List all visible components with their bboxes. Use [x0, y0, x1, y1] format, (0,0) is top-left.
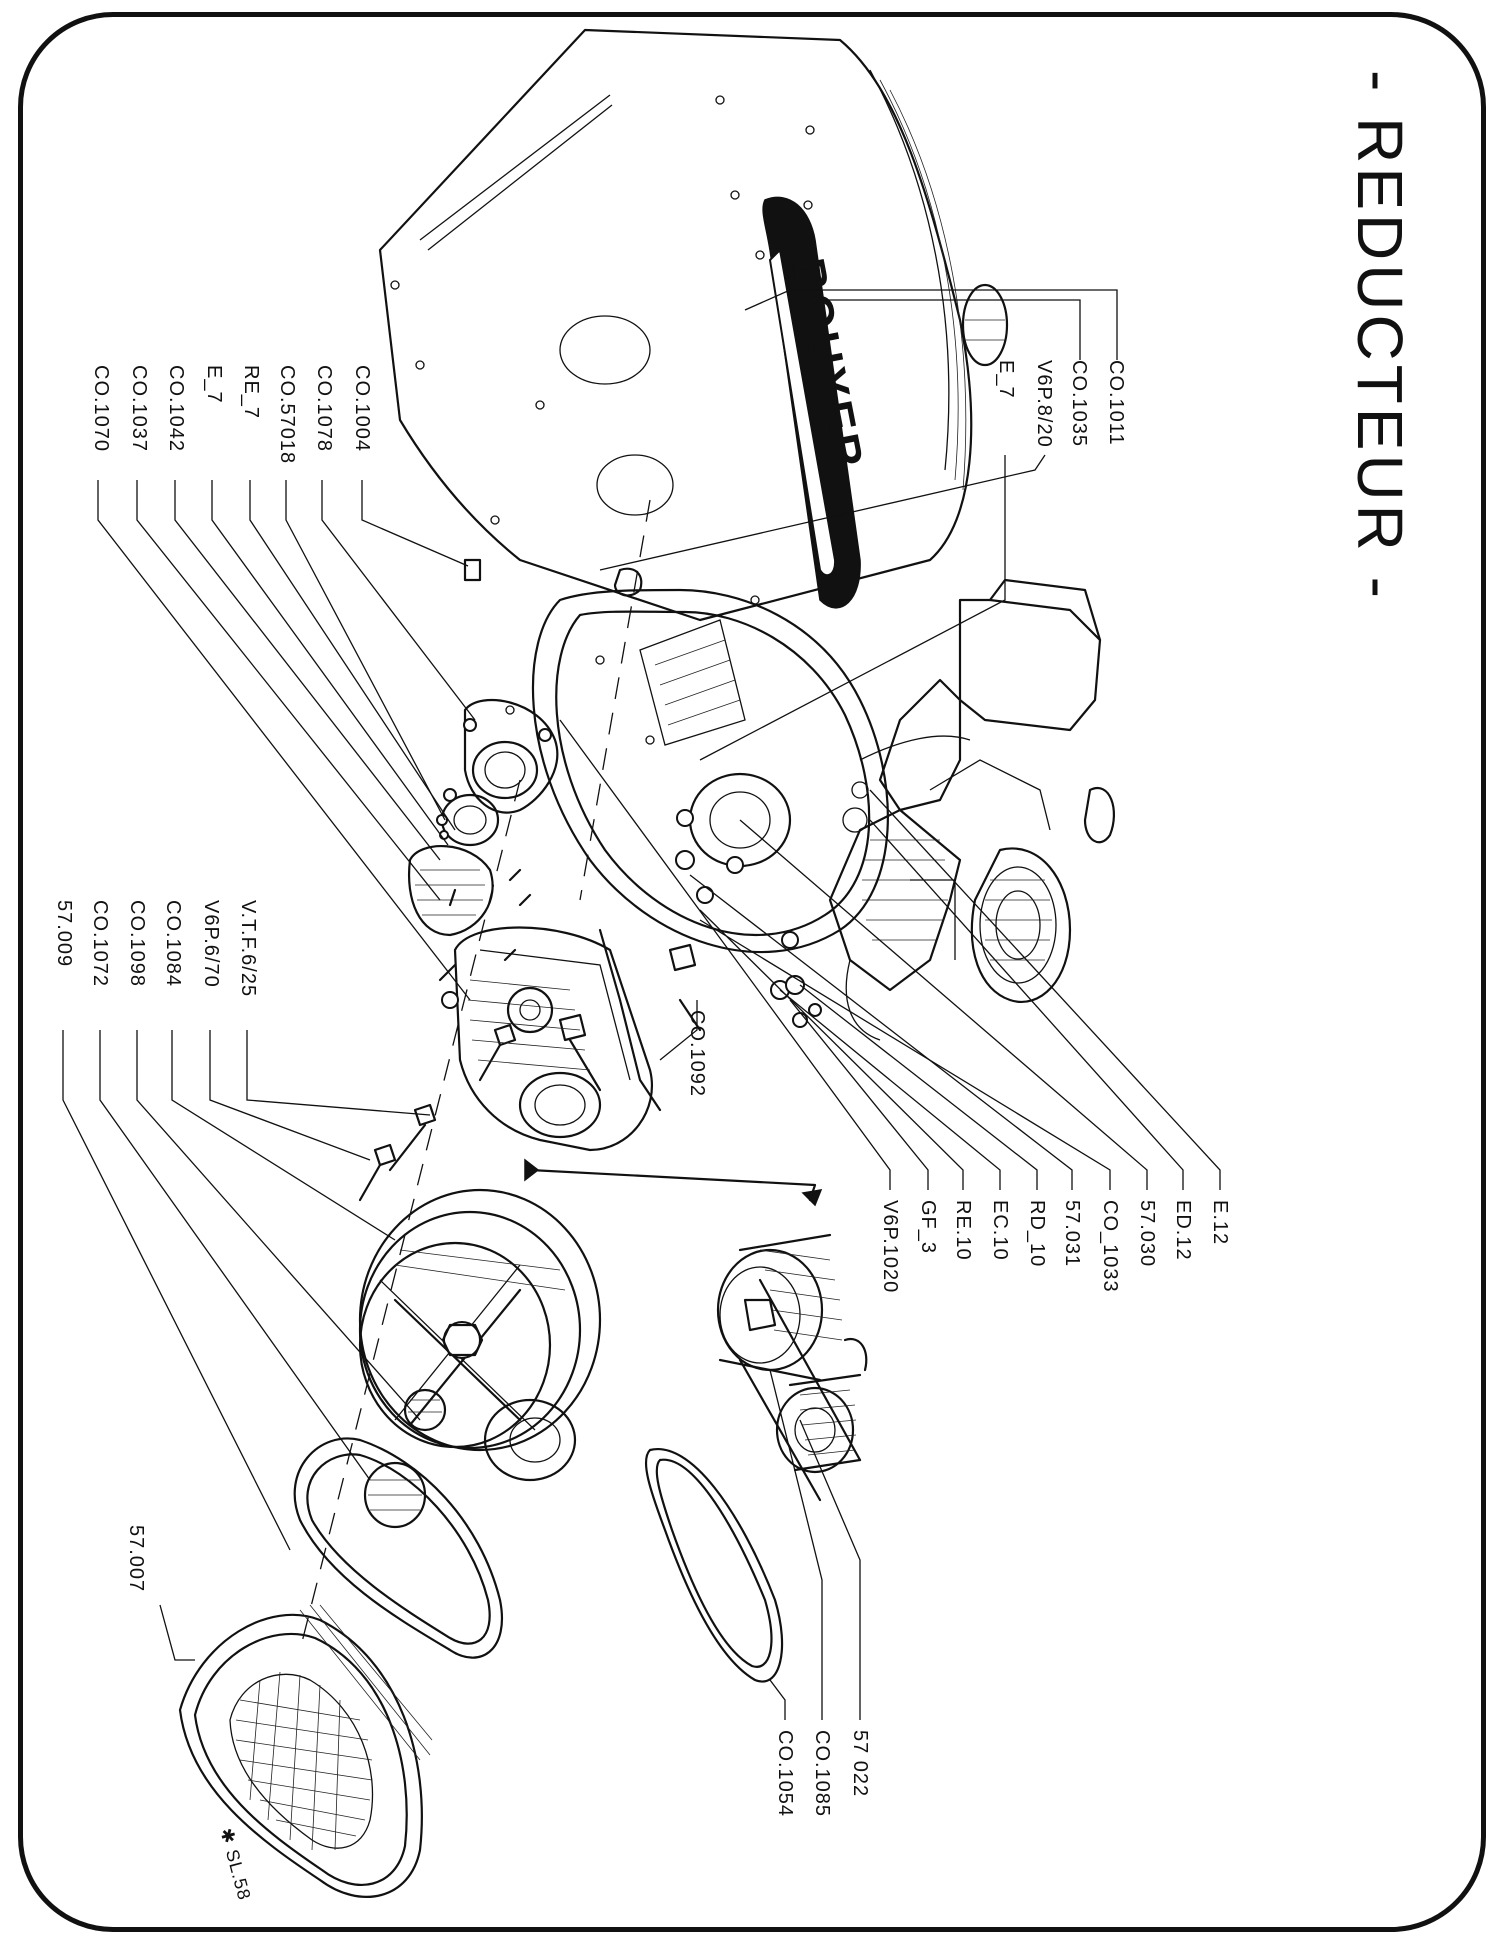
part-label: V.T.F.6/25: [237, 900, 259, 997]
labels-top-right: CO.1011 CO.1035 V6P.8/20 E_7: [995, 360, 1127, 448]
part-label: E.12: [1209, 1200, 1231, 1245]
assembly-axis: [299, 779, 521, 1651]
part-label: CO_1033: [1099, 1200, 1121, 1293]
part-label: E_7: [203, 365, 225, 404]
part-label: V6P.6/70: [200, 900, 222, 988]
part-label: CO.1072: [89, 900, 111, 987]
part-label: CO.1085: [811, 1730, 833, 1817]
part-label: CO.1011: [1105, 360, 1127, 446]
part-label: CO.1078: [313, 365, 335, 452]
labels-bottom-right: 57 022 CO.1085 CO.1054: [774, 1730, 871, 1817]
rounded-page-frame: [18, 12, 1486, 1932]
large-pulley: [358, 1188, 602, 1482]
reducer-housing-ring: [531, 588, 889, 1028]
small-bolts: [358, 558, 822, 1202]
part-label: V6P.1020: [879, 1200, 901, 1293]
part-label: RE_7: [240, 365, 262, 419]
part-label: CO.1070: [90, 365, 112, 452]
labels-top-left: CO.1004 CO.1078 CO.57018 RE_7 E_7 CO.104…: [90, 365, 373, 464]
labels-mid-left: V.T.F.6/25 V6P.6/70 CO.1084 CO.1098 CO.1…: [53, 900, 259, 997]
part-label: 57.030: [1136, 1200, 1158, 1267]
leaders-top-right: [599, 289, 1118, 761]
part-label: 57.009: [53, 900, 75, 967]
part-label: 57.031: [1061, 1200, 1083, 1267]
oil-seal: [440, 793, 500, 847]
belt-guard: [178, 1604, 433, 1898]
part-label: CO.1092: [686, 1010, 708, 1097]
belt-transfer-arrow: [524, 1158, 823, 1207]
part-label: 57 022: [849, 1730, 871, 1797]
reference-note: ✱ SL.58: [216, 1826, 255, 1903]
drive-belts: [293, 1278, 862, 1683]
diagram-title: - REDUCTEUR -: [1344, 70, 1416, 602]
part-label: 57.007: [125, 1525, 147, 1592]
part-label: EC.10: [989, 1200, 1011, 1261]
assembly-axis-2: [579, 499, 651, 901]
part-label: GF_3: [917, 1200, 939, 1254]
bearing-flange: [443, 698, 559, 814]
part-label: CO.57018: [276, 365, 298, 464]
small-double-pulley: [716, 1233, 868, 1474]
part-label: CO.1084: [162, 900, 184, 987]
bouyer-nameplate: BOUYER: [762, 196, 874, 609]
part-label: ED.12: [1172, 1200, 1194, 1261]
part-label: CO.1035: [1068, 360, 1090, 447]
part-label: CO.1042: [165, 365, 187, 452]
part-label: CO.1098: [126, 900, 148, 987]
leaders-misc: [159, 1000, 861, 1720]
part-label: RE.10: [952, 1200, 974, 1261]
bearing-cup: [408, 844, 494, 937]
housing-backplate: [378, 28, 1009, 745]
labels-right-column: E.12 ED.12 57.030 CO_1033 57.031 RD_10 E…: [879, 1200, 1231, 1293]
part-label: CO.1037: [128, 365, 150, 452]
leaders-top-left: [97, 480, 476, 1001]
leaders-right-column: [559, 719, 1221, 1190]
leaders-mid-left: [62, 1030, 431, 1551]
cap-plug: [363, 1388, 447, 1529]
part-label: RD_10: [1026, 1200, 1048, 1267]
engine-block: [828, 578, 1115, 1041]
gearbox-cover: [438, 926, 662, 1152]
part-label: V6P.8/20: [1033, 360, 1055, 448]
part-label: CO.1054: [774, 1730, 796, 1817]
part-label: E_7: [995, 360, 1017, 399]
part-label: CO.1004: [351, 365, 373, 452]
